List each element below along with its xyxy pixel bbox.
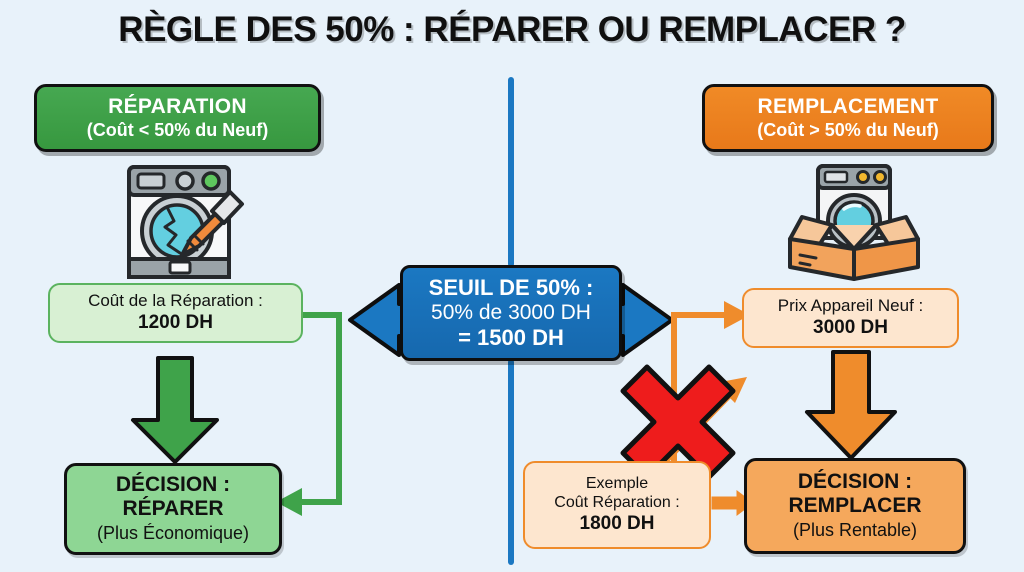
- new-price-value: 3000 DH: [813, 317, 888, 339]
- new-price-box: Prix Appareil Neuf : 3000 DH: [742, 288, 959, 348]
- header-remplacement-line2: (Coût > 50% du Neuf): [757, 119, 939, 140]
- decision-reparer-line2: RÉPARER: [122, 496, 224, 520]
- washing-machine-box-icon: [778, 163, 930, 281]
- repair-cost-value: 1200 DH: [138, 312, 213, 334]
- decision-remplacer-line2: REMPLACER: [788, 493, 922, 517]
- green-route-line: [299, 312, 342, 505]
- header-reparation-line2: (Coût < 50% du Neuf): [86, 119, 269, 140]
- decision-reparer: DÉCISION : RÉPARER (Plus Économique): [64, 463, 282, 555]
- green-down-arrow: [131, 356, 219, 464]
- blue-arrow-left: [348, 283, 406, 357]
- page-title: RÈGLE DES 50% : RÉPARER OU REMPLACER ?: [118, 10, 906, 49]
- example-box: Exemple Coût Réparation : 1800 DH: [523, 461, 711, 549]
- header-remplacement-line1: REMPLACEMENT: [757, 94, 939, 118]
- washing-machine-repair-icon: [108, 163, 254, 281]
- threshold-line2: 50% de 3000 DH: [431, 300, 591, 324]
- orange-diagonal-arrowhead: [715, 377, 747, 403]
- orange-route-line: [671, 312, 726, 461]
- decision-remplacer-line1: DÉCISION :: [797, 469, 913, 493]
- orange-down-arrow: [805, 350, 897, 460]
- threshold-line3: = 1500 DH: [458, 325, 564, 351]
- decision-remplacer-line3: (Plus Rentable): [792, 519, 918, 540]
- header-reparation: RÉPARATION (Coût < 50% du Neuf): [34, 84, 321, 152]
- new-price-label: Prix Appareil Neuf :: [777, 295, 924, 315]
- decision-reparer-line1: DÉCISION :: [115, 472, 231, 496]
- blue-arrow-right: [616, 283, 674, 357]
- decision-reparer-line3: (Plus Économique): [96, 522, 250, 543]
- header-reparation-line1: RÉPARATION: [108, 94, 247, 118]
- threshold-box: SEUIL DE 50% : 50% de 3000 DH = 1500 DH: [400, 265, 622, 361]
- example-line1: Exemple: [585, 474, 649, 492]
- threshold-line1: SEUIL DE 50% :: [428, 274, 594, 300]
- example-value: 1800 DH: [579, 513, 655, 535]
- example-line2: Coût Réparation :: [554, 494, 680, 512]
- repair-cost-label: Coût de la Réparation :: [88, 290, 263, 310]
- header-remplacement: REMPLACEMENT (Coût > 50% du Neuf): [702, 84, 994, 152]
- repair-cost-box: Coût de la Réparation : 1200 DH: [48, 283, 303, 343]
- decision-remplacer: DÉCISION : REMPLACER (Plus Rentable): [744, 458, 966, 554]
